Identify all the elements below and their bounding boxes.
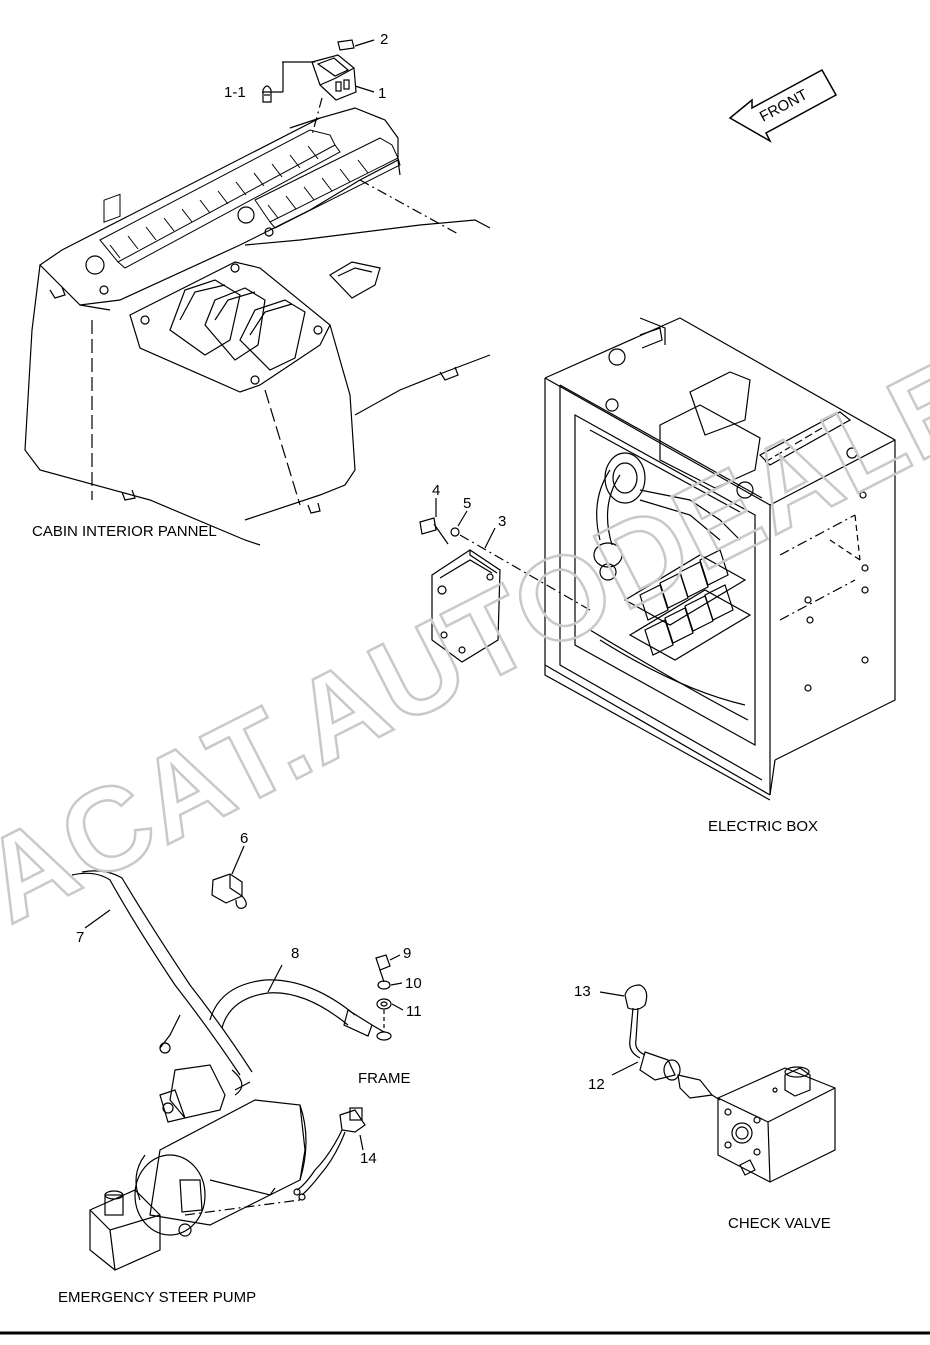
electric-box	[544, 317, 896, 801]
emergency-steer-pump	[89, 1064, 307, 1271]
label-cabin-interior-panel: CABIN INTERIOR PANNEL	[32, 523, 217, 540]
callout-6: 6	[240, 830, 248, 847]
label-front: FRONT	[757, 86, 811, 125]
callout-1: 1	[378, 85, 386, 102]
switch-grid	[99, 129, 401, 269]
joystick-console	[129, 261, 331, 393]
callout-12: 12	[588, 1076, 605, 1093]
callout-3: 3	[498, 513, 506, 530]
switch-row-upper	[103, 193, 121, 223]
front-arrow	[728, 68, 838, 143]
callout-13: 13	[574, 983, 591, 1000]
harness-14	[293, 1107, 366, 1201]
callout-10: 10	[405, 975, 422, 992]
relay-bank	[623, 549, 752, 661]
label-check-valve: CHECK VALVE	[728, 1215, 831, 1232]
label-frame: FRAME	[358, 1070, 411, 1087]
label-electric-box: ELECTRIC BOX	[708, 818, 818, 835]
cable-7	[71, 870, 253, 1076]
callout-7: 7	[76, 929, 84, 946]
relay-part-6	[211, 845, 247, 909]
controller-part-3	[419, 498, 591, 663]
callout-5: 5	[463, 495, 471, 512]
cabin-interior-panel	[24, 97, 491, 546]
rocker-switch-part	[262, 39, 375, 103]
callout-4: 4	[432, 482, 440, 499]
sensor-12-13	[599, 984, 721, 1101]
check-valve	[717, 1066, 836, 1183]
callout-2: 2	[380, 31, 388, 48]
label-emergency-steer-pump: EMERGENCY STEER PUMP	[58, 1289, 256, 1306]
bolt-9-washers	[375, 954, 404, 1032]
callout-11: 11	[406, 1003, 422, 1020]
callout-14: 14	[360, 1150, 377, 1167]
callout-1-1: 1-1	[224, 84, 246, 101]
callout-8: 8	[291, 945, 299, 962]
callout-9: 9	[403, 945, 411, 962]
cable-8	[209, 964, 392, 1041]
